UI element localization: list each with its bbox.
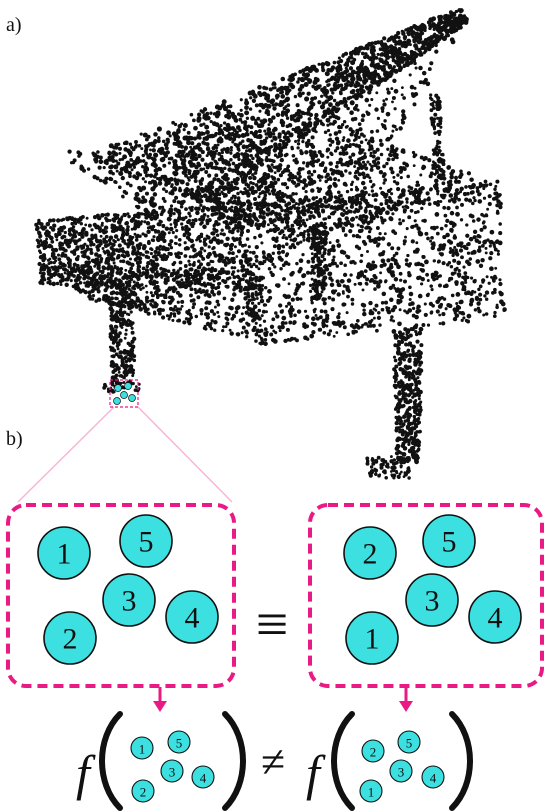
- element-label: 1: [57, 538, 72, 571]
- paren-open-left: [99, 711, 123, 811]
- element-circle: [345, 611, 399, 665]
- function-symbol-left: f: [76, 745, 96, 801]
- arrow-left: [153, 687, 167, 712]
- element-circle: [191, 765, 215, 789]
- element-circle: [131, 779, 155, 803]
- element-label: 3: [122, 585, 137, 618]
- element-circle: [343, 526, 397, 580]
- element-label: 3: [169, 765, 176, 780]
- element-label: 3: [425, 585, 440, 618]
- element-label: 2: [363, 538, 378, 571]
- element-label: 5: [139, 526, 154, 559]
- element-circle: [43, 611, 97, 665]
- element-circle: [468, 590, 522, 644]
- piano-point-cloud: [34, 8, 507, 480]
- element-circle: [359, 779, 383, 803]
- element-label: 4: [488, 602, 503, 635]
- zoom-connector: [17, 379, 233, 503]
- right-mini-set: 2 53 1 4: [359, 730, 445, 803]
- element-label: 5: [406, 736, 413, 751]
- element-circle: [160, 759, 184, 783]
- element-circle: [119, 514, 173, 568]
- paren-close-right: [449, 711, 473, 811]
- panel-label-b: b): [6, 428, 23, 450]
- paren-open-right: [331, 711, 355, 811]
- element-label: 4: [430, 771, 437, 786]
- element-circle: [421, 765, 445, 789]
- not-equal-symbol: ≠: [261, 738, 285, 787]
- element-label: 5: [176, 736, 183, 751]
- element-circle: [130, 736, 154, 760]
- element-circle: [405, 573, 459, 627]
- element-circle: [167, 730, 191, 754]
- element-label: 2: [140, 785, 147, 800]
- equivalence-symbol: ≡: [256, 592, 289, 657]
- element-circle: [102, 573, 156, 627]
- element-label: 1: [368, 785, 375, 800]
- left-set-elements: 1 53 2 4: [37, 514, 219, 665]
- set-box-left: [6, 503, 236, 688]
- element-label: 5: [442, 526, 457, 559]
- element-label: 2: [63, 623, 78, 656]
- element-circle: [37, 526, 91, 580]
- function-left: f 1 53 2 4: [76, 711, 246, 811]
- left-mini-set: 1 53 2 4: [130, 730, 215, 803]
- element-circle: [361, 739, 385, 763]
- function-right: f 2 53 1 4: [306, 711, 473, 811]
- panel-label-a: a): [6, 14, 22, 36]
- element-label: 4: [185, 602, 200, 635]
- element-label: 1: [365, 623, 380, 656]
- element-circle: [165, 590, 219, 644]
- arrow-right: [399, 687, 413, 712]
- set-box-right: [308, 503, 544, 688]
- element-circle: [422, 514, 476, 568]
- element-label: 4: [200, 771, 207, 786]
- element-label: 2: [370, 745, 377, 760]
- element-label: 3: [398, 765, 405, 780]
- function-symbol-right: f: [306, 745, 326, 801]
- right-set-elements: 2 53 1 4: [343, 514, 522, 665]
- element-label: 1: [139, 742, 146, 757]
- paren-close-left: [222, 711, 246, 811]
- element-circle: [389, 759, 413, 783]
- element-circle: [397, 730, 421, 754]
